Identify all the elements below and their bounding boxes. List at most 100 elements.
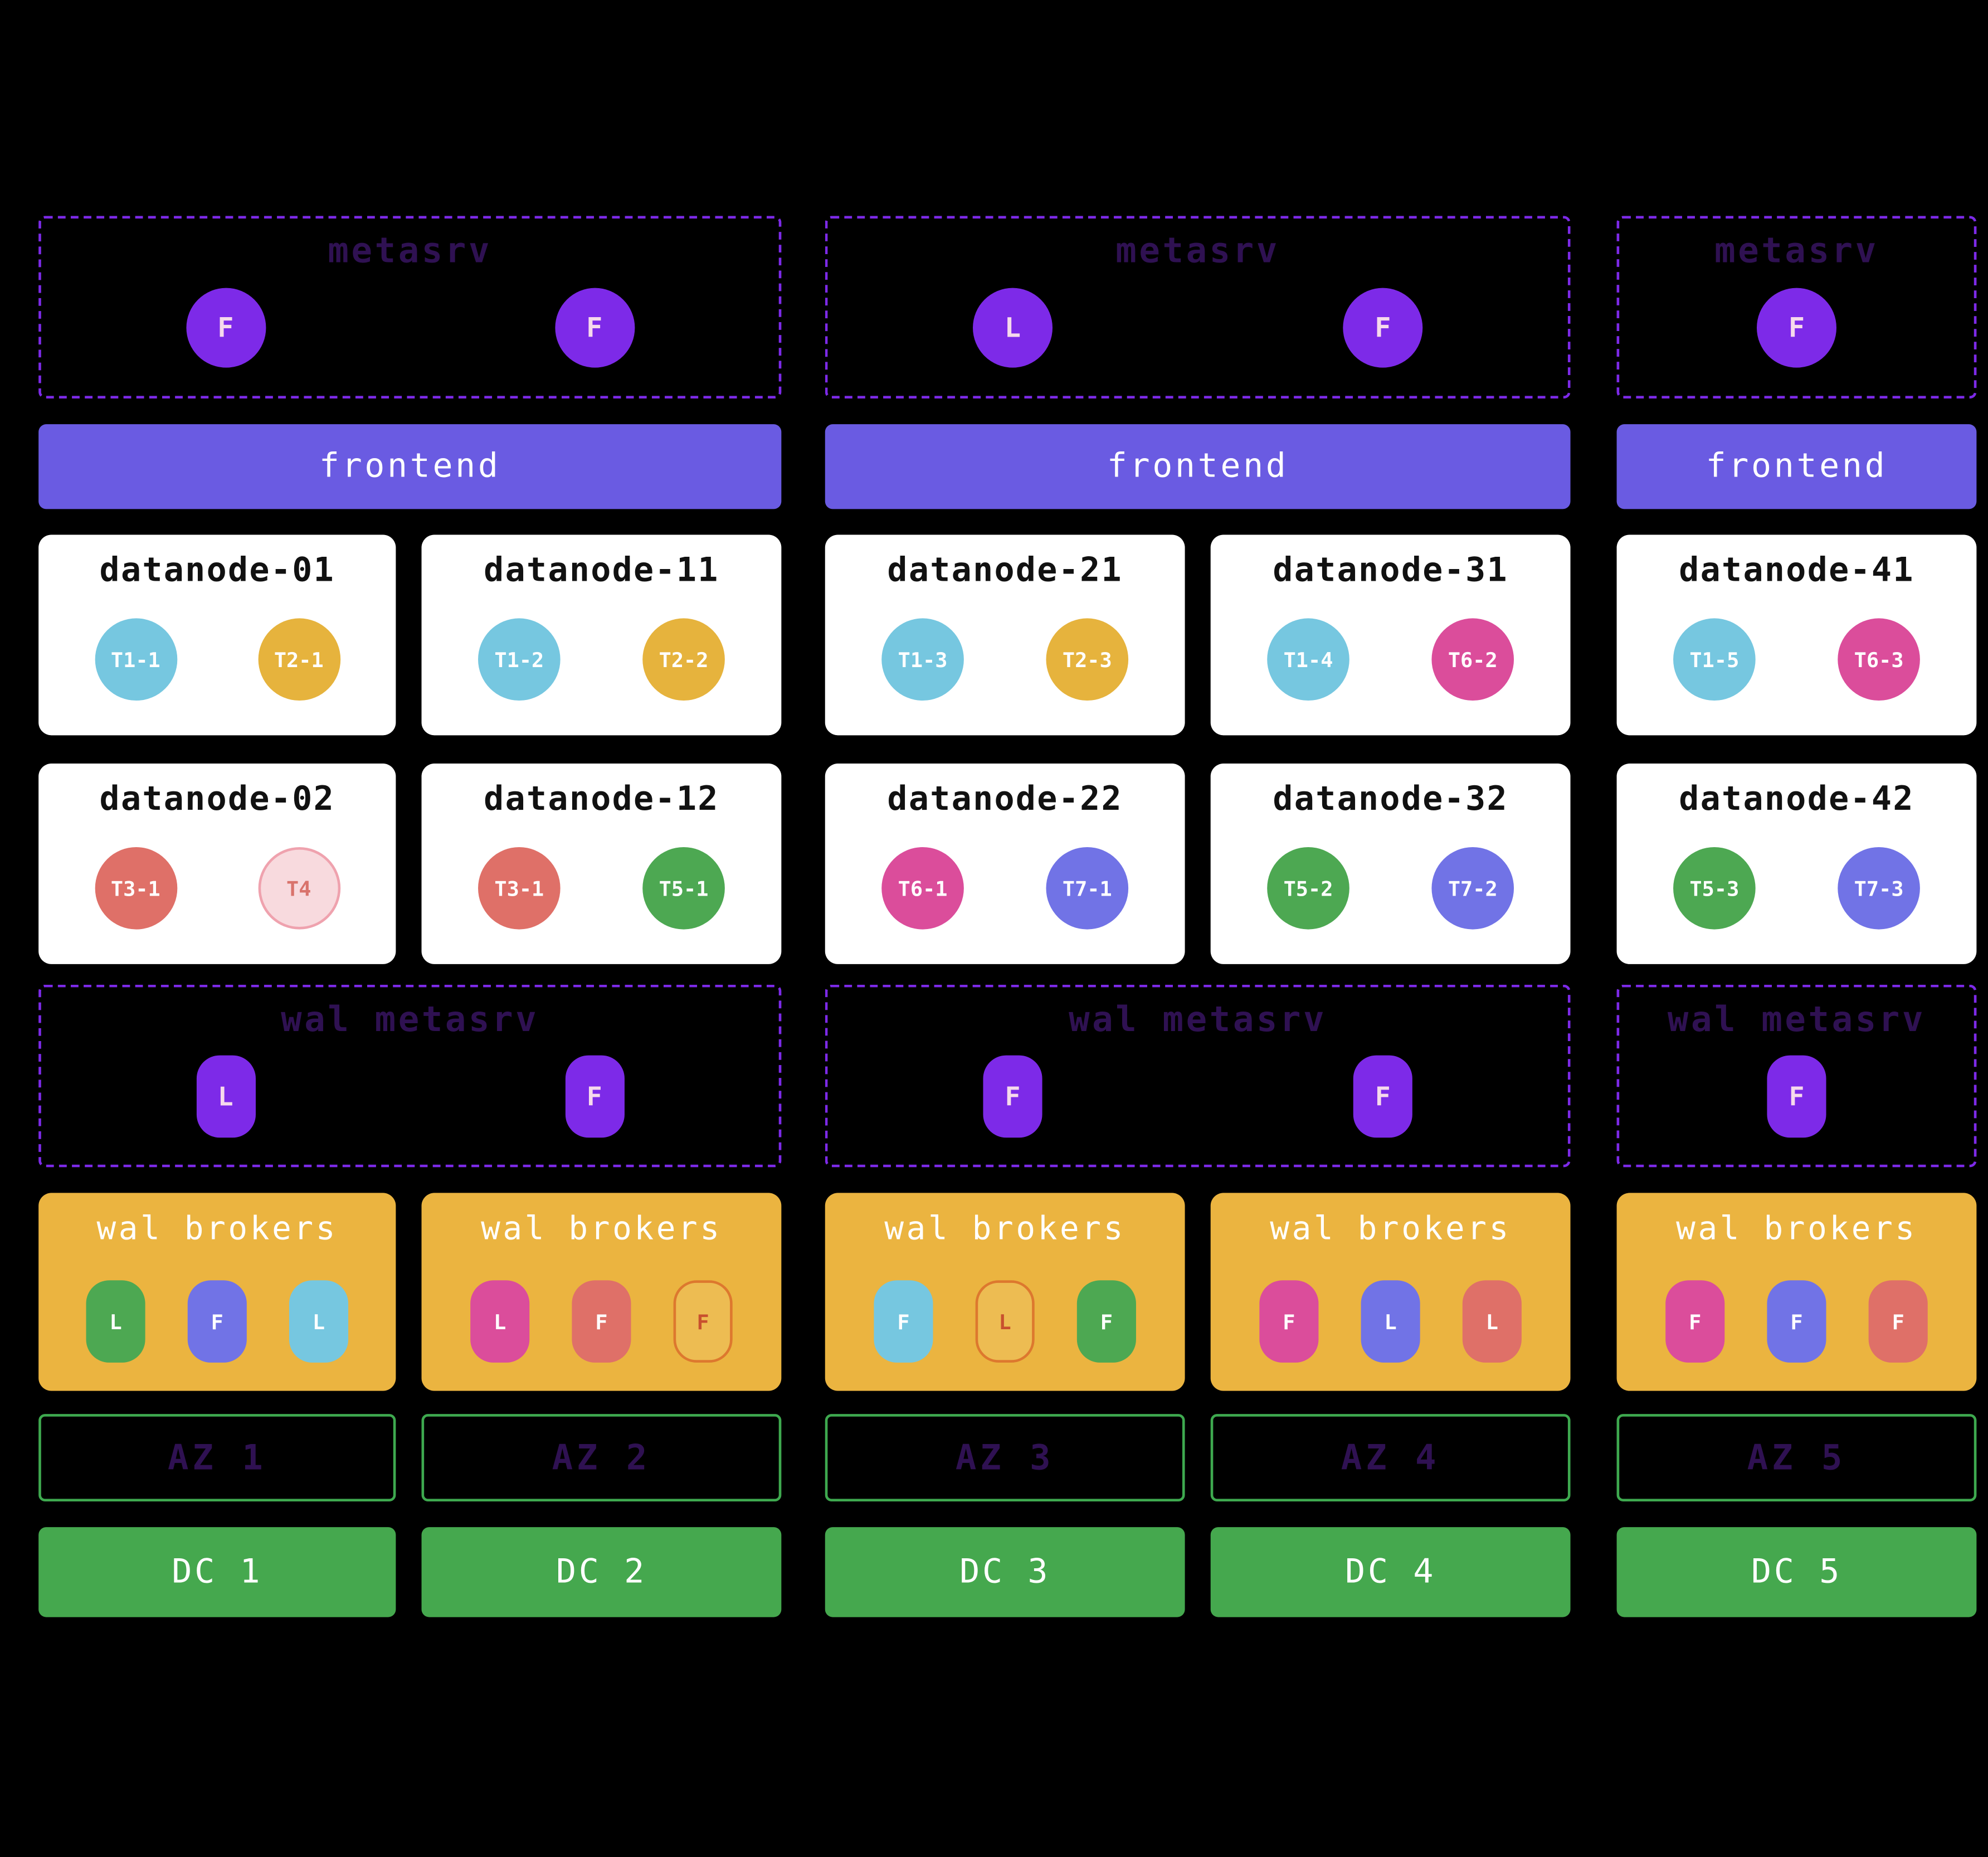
datanode-box-21: datanode-21 T1-3 T2-3 [825,534,1185,736]
metasrv-title: metasrv [328,231,493,271]
datanode-box-32: datanode-32 T5-2 T7-2 [1210,764,1571,964]
metasrv-follower-node: F [186,288,266,368]
broker-node: F [874,1280,933,1363]
wal-metasrv-title: wal metasrv [281,1000,539,1040]
az-box-5: AZ 5 [1616,1414,1977,1501]
region-circle: T5-3 [1673,847,1756,930]
metasrv-cluster-2: metasrv L F [825,216,1571,399]
broker-node: L [1361,1280,1420,1363]
frontend-bar-1: frontend [38,424,782,509]
datanode-box-22: datanode-22 T6-1 T7-1 [825,764,1185,964]
region-circle: T2-2 [642,618,725,701]
datanode-box-12: datanode-12 T3-1 T5-1 [421,764,782,964]
region-circle: T1-5 [1673,618,1756,701]
region-circle: T3-1 [478,847,561,930]
region-circle: T1-4 [1267,618,1349,701]
region-circle: T7-2 [1431,847,1514,930]
datanode-title: datanode-21 [887,551,1123,590]
datanode-title: datanode-32 [1273,780,1508,819]
wal-brokers-title: wal brokers [1270,1209,1511,1247]
az-box-2: AZ 2 [421,1414,782,1501]
wal-metasrv-cluster-3: wal metasrv F [1616,984,1977,1168]
region-circle: T1-2 [478,618,561,701]
metasrv-follower-node: F [1756,288,1836,368]
dc-box-5: DC 5 [1616,1527,1977,1617]
datanode-title: datanode-31 [1273,551,1508,590]
broker-node: F [1259,1280,1319,1363]
broker-node: L [86,1280,145,1363]
datanode-title: datanode-42 [1679,780,1914,819]
datanode-title: datanode-12 [484,780,719,819]
region-circle: T2-3 [1046,618,1129,701]
region-circle: T5-1 [642,847,725,930]
datanode-box-01: datanode-01 T1-1 T2-1 [38,534,396,736]
datanode-box-41: datanode-41 T1-5 T6-3 [1616,534,1977,736]
broker-node: L [1462,1280,1522,1363]
wal-brokers-title: wal brokers [884,1209,1125,1247]
wal-metasrv-title: wal metasrv [1667,1000,1926,1040]
wal-brokers-title: wal brokers [96,1209,338,1247]
metasrv-follower-node: F [1343,288,1423,368]
datanode-title: datanode-41 [1679,551,1914,590]
region-circle: T7-3 [1838,847,1920,930]
broker-node: F [1767,1280,1826,1363]
region-circle: T3-1 [94,847,177,930]
wal-brokers-box-2: wal brokers L F F [421,1193,782,1391]
dc-box-3: DC 3 [825,1527,1185,1617]
region-circle: T7-1 [1046,847,1129,930]
wal-brokers-title: wal brokers [481,1209,722,1247]
broker-node: F [187,1280,247,1363]
wal-brokers-box-4: wal brokers F L L [1210,1193,1571,1391]
wal-metasrv-follower-node: F [1353,1055,1412,1138]
broker-node: F [1076,1280,1136,1363]
region-circle-faded: T4 [257,847,340,930]
wal-brokers-title: wal brokers [1676,1209,1917,1247]
datanode-title: datanode-02 [99,780,335,819]
datanode-title: datanode-22 [887,780,1123,819]
az-box-1: AZ 1 [38,1414,396,1501]
wal-metasrv-follower-node: F [564,1055,624,1138]
wal-metasrv-title: wal metasrv [1069,1000,1327,1040]
wal-brokers-box-1: wal brokers L F L [38,1193,396,1391]
broker-node: F [1868,1280,1928,1363]
az-box-4: AZ 4 [1210,1414,1571,1501]
wal-metasrv-follower-node: F [1767,1055,1826,1138]
datanode-title: datanode-11 [484,551,719,590]
datanode-box-11: datanode-11 T1-2 T2-2 [421,534,782,736]
metasrv-leader-node: L [973,288,1053,368]
datanode-box-31: datanode-31 T1-4 T6-2 [1210,534,1571,736]
datanode-title: datanode-01 [99,551,335,590]
region-circle: T6-1 [881,847,964,930]
metasrv-follower-node: F [554,288,635,368]
broker-node: F [1665,1280,1725,1363]
region-circle: T5-2 [1267,847,1349,930]
frontend-bar-3: frontend [1616,424,1977,509]
region-circle: T2-1 [257,618,340,701]
region-circle: T1-3 [881,618,964,701]
datanode-box-42: datanode-42 T5-3 T7-3 [1616,764,1977,964]
wal-brokers-box-5: wal brokers F F F [1616,1193,1977,1391]
dc-box-2: DC 2 [421,1527,782,1617]
wal-metasrv-cluster-1: wal metasrv L F [38,984,782,1168]
metasrv-cluster-3: metasrv F [1616,216,1977,399]
region-circle: T1-1 [94,618,177,701]
broker-node-faded: L [975,1280,1035,1363]
region-circle: T6-3 [1838,618,1920,701]
wal-brokers-box-3: wal brokers F L F [825,1193,1185,1391]
datanode-box-02: datanode-02 T3-1 T4 [38,764,396,964]
region-circle: T6-2 [1431,618,1514,701]
frontend-bar-2: frontend [825,424,1571,509]
metasrv-cluster-1: metasrv F F [38,216,782,399]
broker-node: F [572,1280,631,1363]
dc-box-4: DC 4 [1210,1527,1571,1617]
wal-metasrv-cluster-2: wal metasrv F F [825,984,1571,1168]
broker-node: L [289,1280,349,1363]
metasrv-title: metasrv [1115,231,1280,271]
az-box-3: AZ 3 [825,1414,1185,1501]
wal-metasrv-follower-node: F [983,1055,1042,1138]
wal-metasrv-leader-node: L [196,1055,255,1138]
dc-box-1: DC 1 [38,1527,396,1617]
metasrv-title: metasrv [1714,231,1879,271]
